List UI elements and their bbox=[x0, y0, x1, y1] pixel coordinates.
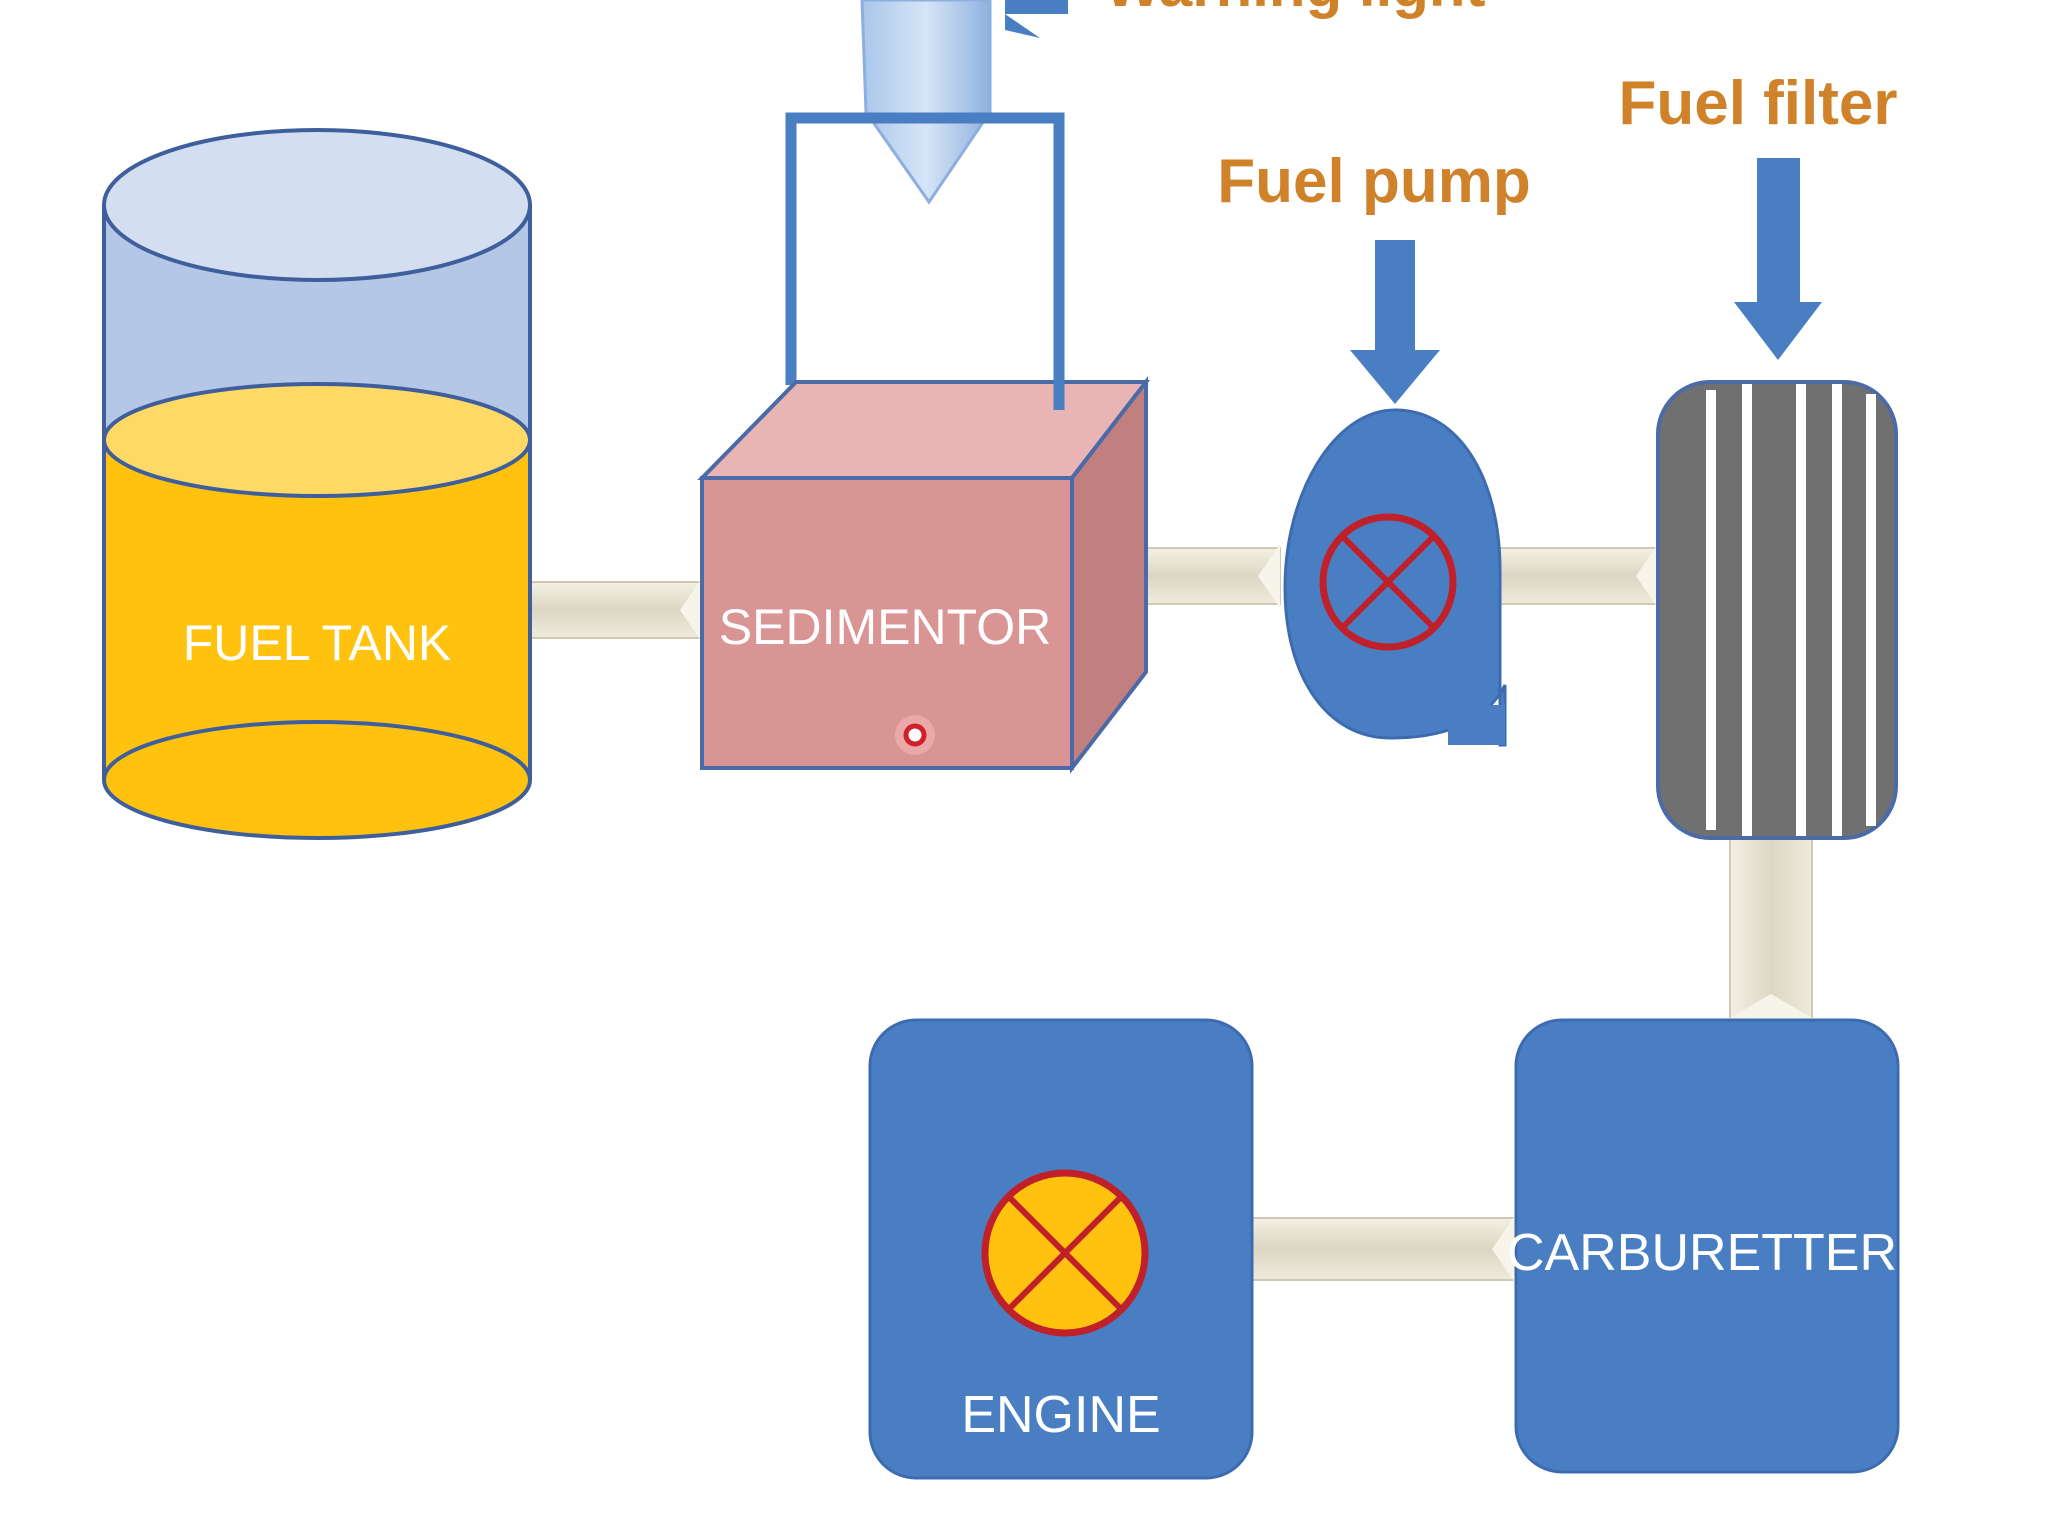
drain-plug-icon bbox=[895, 715, 935, 755]
fuel-pump-rotor-icon bbox=[1319, 513, 1457, 651]
fuel-tank bbox=[102, 128, 532, 840]
warning-light-arrow-shape bbox=[860, 0, 992, 205]
fuel-filter-label: Fuel filter bbox=[1618, 69, 1897, 138]
carburetter-label: CARBURETTER bbox=[1507, 1224, 1897, 1282]
fuel-tank-label: FUEL TANK bbox=[183, 615, 452, 671]
warning-light-pointer-arrow bbox=[1005, 0, 1068, 38]
fuel-pump-label: Fuel pump bbox=[1217, 147, 1530, 216]
pipe-pump-to-filter bbox=[1497, 544, 1659, 608]
fuel-filter bbox=[1656, 380, 1898, 840]
warning-light-indicator bbox=[860, 0, 992, 205]
warning-light-label: Warning light bbox=[1104, 0, 1485, 19]
pipe-filter-to-carburetter bbox=[1726, 837, 1816, 1021]
pipe-tank-to-sedimentor bbox=[529, 578, 703, 642]
sedimentor bbox=[697, 376, 1151, 774]
carburetter bbox=[1514, 1018, 1900, 1474]
pipe-sedimentor-to-pump bbox=[1137, 544, 1281, 608]
fuel-filter-pointer-arrow bbox=[1734, 158, 1822, 360]
engine-crank-icon bbox=[981, 1169, 1149, 1337]
pipe-carburetter-to-engine bbox=[1249, 1214, 1517, 1284]
fuel-pump-pointer-arrow bbox=[1350, 240, 1440, 404]
sedimentor-label: SEDIMENTOR bbox=[719, 599, 1051, 655]
warning-light-wire bbox=[785, 112, 1065, 410]
engine-label: ENGINE bbox=[961, 1386, 1160, 1444]
